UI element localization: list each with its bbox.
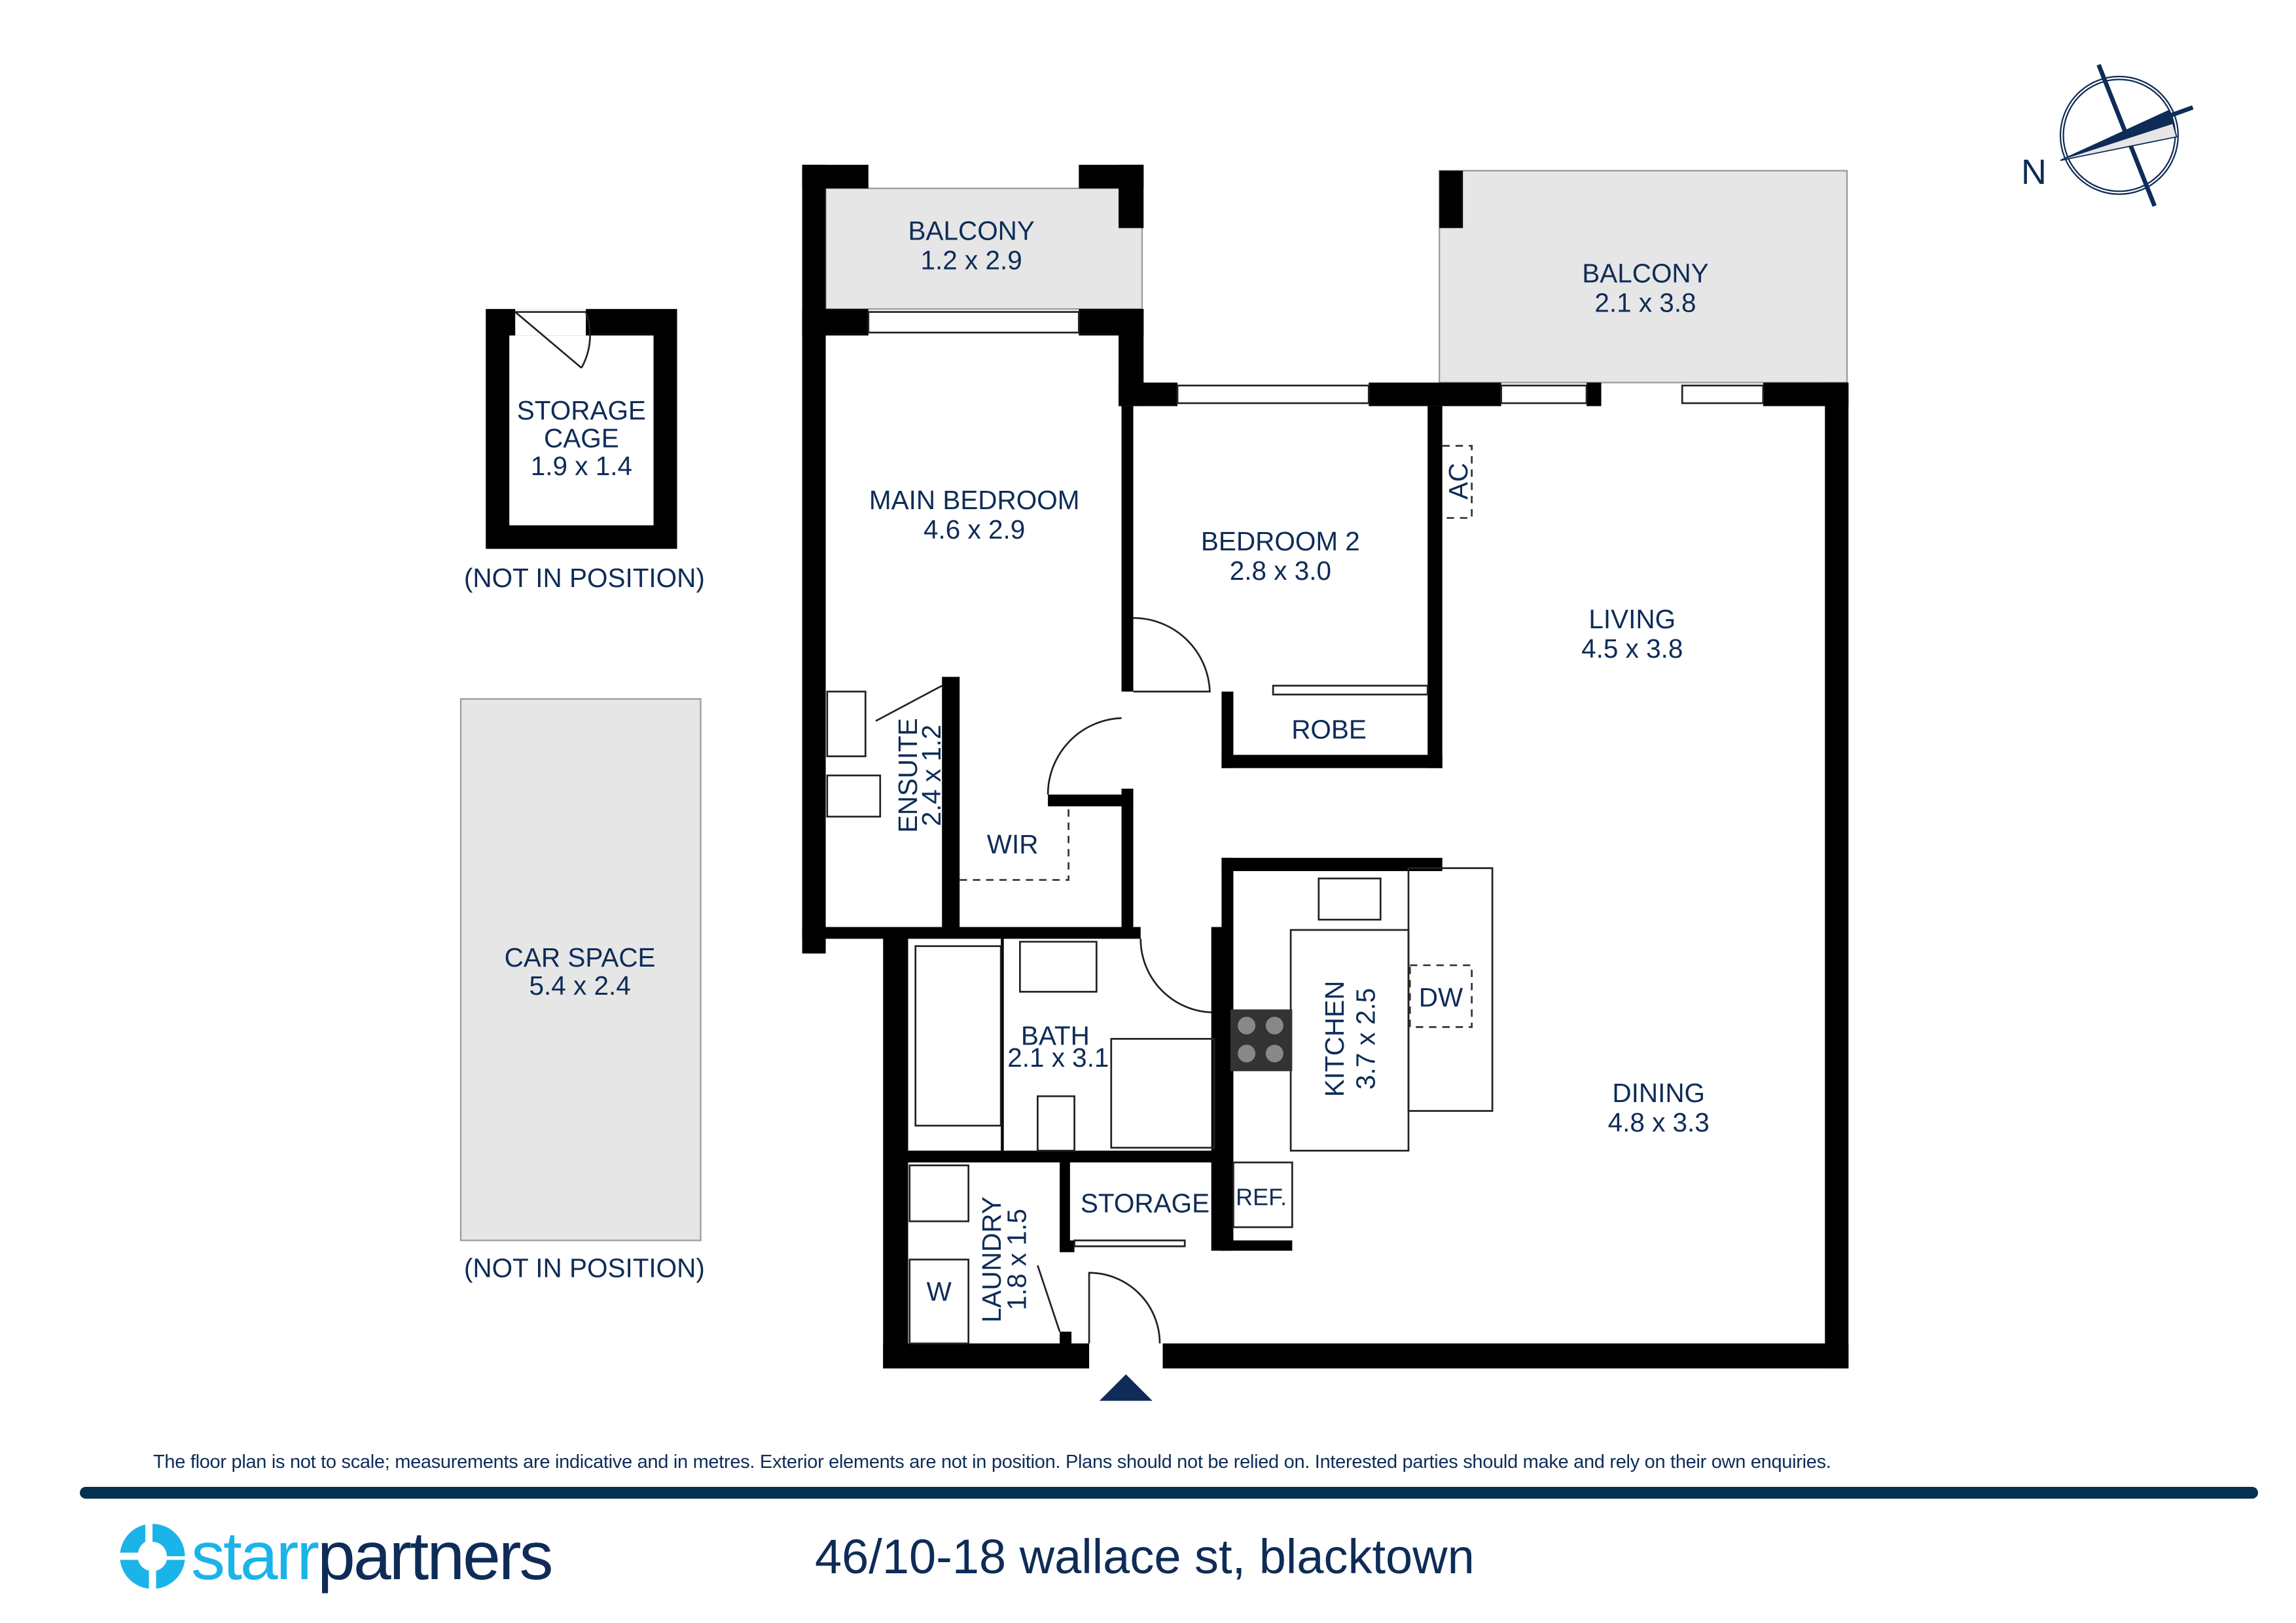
washer-label: W — [927, 1277, 952, 1307]
bath-size: 2.1 x 3.1 — [1007, 1043, 1109, 1073]
dining-size: 4.8 x 3.3 — [1608, 1107, 1710, 1137]
bedroom-2-size: 2.8 x 3.0 — [1230, 556, 1331, 586]
entry-arrow-icon — [1099, 1374, 1153, 1401]
bedroom-2-name: BEDROOM 2 — [1201, 526, 1360, 556]
fixtures — [826, 444, 1494, 1401]
storage-cage-name-1: STORAGE — [517, 395, 646, 425]
dw-label: DW — [1419, 982, 1463, 1012]
car-space-size: 5.4 x 2.4 — [529, 971, 630, 1001]
storage-cage-note: (NOT IN POSITION) — [464, 563, 705, 593]
compass-north-label: N — [2021, 152, 2047, 192]
property-address: 46/10-18 wallace st, blacktown — [815, 1529, 1475, 1584]
storage-label: STORAGE — [1081, 1188, 1210, 1219]
balcony-2-area — [1439, 169, 1848, 383]
kitchen-name: KITCHEN — [1319, 981, 1350, 1097]
brand-logo: starrpartners — [117, 1517, 554, 1596]
living-name: LIVING — [1588, 604, 1676, 634]
laundry-name: LAUNDRY — [977, 1196, 1007, 1323]
balcony-2-name: BALCONY — [1582, 259, 1708, 289]
car-space-note: (NOT IN POSITION) — [464, 1253, 705, 1283]
brand-name-part2: partners — [317, 1518, 554, 1594]
storage-cage-walls — [486, 309, 677, 549]
storage-cage-size: 1.9 x 1.4 — [531, 451, 632, 481]
brand-name-part1: starr — [191, 1518, 319, 1594]
ensuite-name: ENSUITE — [893, 718, 923, 832]
balcony-2-size: 2.1 x 3.8 — [1594, 288, 1696, 318]
laundry-size: 1.8 x 1.5 — [1001, 1209, 1031, 1310]
north-compass-icon: N — [2021, 63, 2194, 207]
footer-divider — [80, 1487, 2258, 1499]
bath-name: BATH — [1021, 1020, 1090, 1050]
robe-label: ROBE — [1291, 715, 1367, 745]
balcony-1-area — [825, 187, 1143, 310]
windows — [867, 311, 1765, 404]
car-space-area — [459, 698, 702, 1241]
storage-cage-name-2: CAGE — [544, 423, 619, 454]
ref-label: REF. — [1236, 1183, 1287, 1210]
balcony-1-size: 1.2 x 2.9 — [921, 245, 1022, 275]
main-bedroom-name: MAIN BEDROOM — [869, 485, 1080, 515]
ensuite-size: 2.4 x 1.2 — [916, 724, 946, 826]
car-space-name: CAR SPACE — [505, 942, 656, 972]
balcony-1-name: BALCONY — [908, 215, 1034, 245]
living-size: 4.5 x 3.8 — [1581, 633, 1683, 664]
disclaimer-text: The floor plan is not to scale; measurem… — [153, 1452, 1831, 1472]
ac-label: AC — [1443, 463, 1473, 499]
star-logo-icon — [120, 1524, 185, 1589]
walls — [802, 164, 1849, 1369]
kitchen-size: 3.7 x 2.5 — [1350, 988, 1380, 1090]
wir-label: WIR — [987, 829, 1039, 859]
main-bedroom-size: 4.6 x 2.9 — [924, 514, 1025, 544]
dining-name: DINING — [1612, 1078, 1705, 1108]
